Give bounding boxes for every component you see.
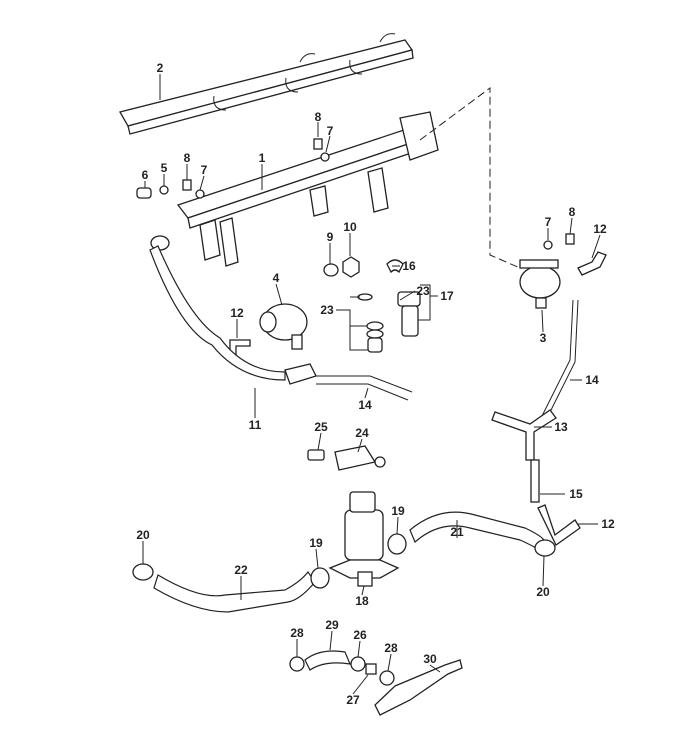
label-12: 12 [593,222,607,236]
label-19: 19 [309,536,323,550]
label-8: 8 [315,110,322,124]
hose-22 [153,570,316,613]
label-18: 18 [355,594,369,608]
label-5: 5 [161,161,168,175]
fuel-rail-cover [119,33,414,135]
label-12: 12 [230,306,244,320]
label-28: 28 [384,641,398,655]
fuel-rail [150,111,439,267]
label-25: 25 [314,420,328,434]
fuel-hose-11 [149,245,286,381]
pressure-regulator [229,303,308,359]
hose-fitting [284,363,317,385]
label-27: 27 [346,693,360,707]
label-10: 10 [343,220,357,234]
label-20: 20 [136,528,150,542]
elbow-12 [537,504,581,546]
fuel-pump-18 [328,491,400,587]
label-7: 7 [201,163,208,177]
label-23: 23 [416,284,430,298]
label-16: 16 [402,259,416,273]
label-26: 26 [353,628,367,642]
sensor-24-25 [307,445,386,471]
label-14: 14 [358,398,372,412]
dashed-reference-line [419,87,521,269]
label-1: 1 [259,151,266,165]
label-6: 6 [142,168,149,182]
hose-29 [304,650,351,671]
label-2: 2 [157,61,164,75]
label-4: 4 [273,271,280,285]
label-13: 13 [554,420,568,434]
hose-clamps [132,533,556,686]
label-7: 7 [327,124,334,138]
pressure-regulator-3 [519,233,607,309]
label-20: 20 [536,585,550,599]
label-15: 15 [569,487,583,501]
fuel-line-14b [539,299,579,421]
fuel-line-14 [316,375,413,401]
label-30: 30 [423,652,437,666]
label-8: 8 [569,205,576,219]
label-22: 22 [234,563,248,577]
small-fittings [136,138,421,353]
label-19: 19 [391,504,405,518]
hose-21 [409,511,545,551]
label-24: 24 [355,426,369,440]
label-14: 14 [585,373,599,387]
leader-lines [142,74,601,695]
pipe-15 [530,459,540,503]
label-29: 29 [325,618,339,632]
label-17: 17 [440,289,454,303]
label-11: 11 [249,418,262,432]
label-7: 7 [545,215,552,229]
label-3: 3 [540,331,547,345]
label-23: 23 [320,303,334,317]
label-9: 9 [327,230,334,244]
label-12: 12 [601,517,615,531]
fuel-line-30 [374,659,463,716]
label-8: 8 [184,151,191,165]
part-number-labels: 2 8 7 1 6 5 8 7 9 10 16 4 23 23 17 12 11… [136,61,615,707]
t-connector-13 [491,409,557,461]
label-21: 21 [450,525,464,539]
label-28: 28 [290,626,304,640]
